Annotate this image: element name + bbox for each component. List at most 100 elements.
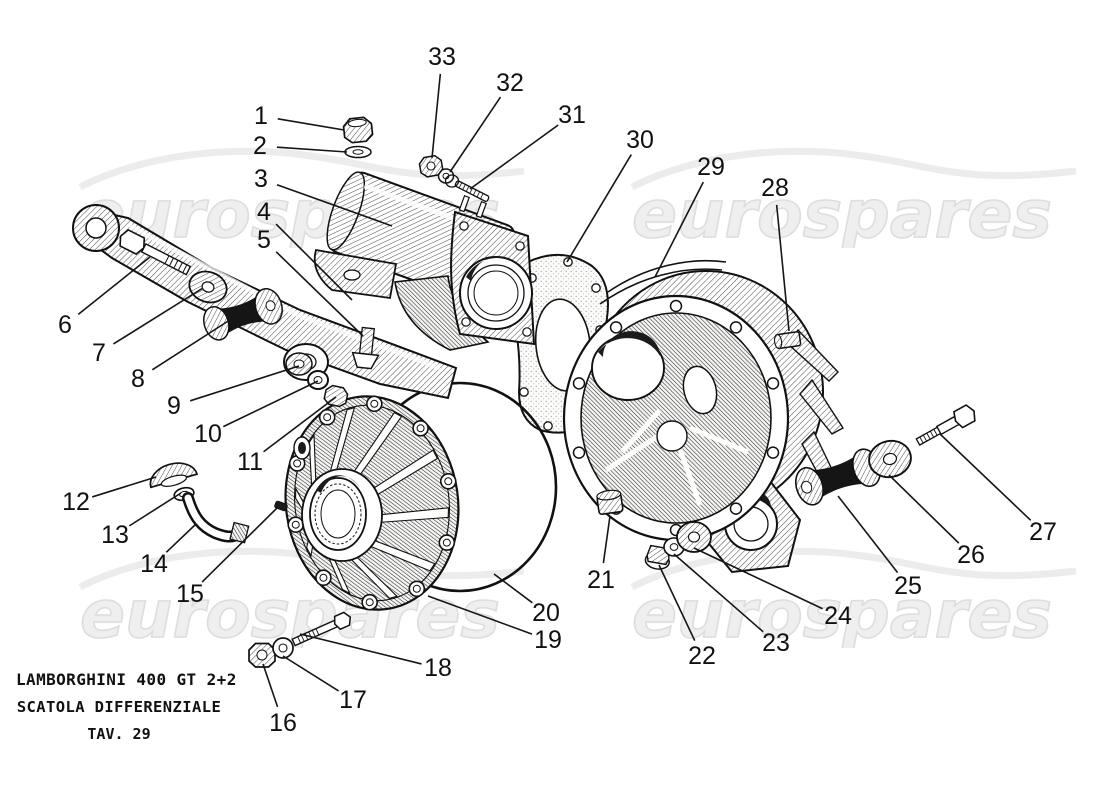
callout-5: 5	[257, 226, 364, 337]
callout-leader-line	[277, 118, 345, 131]
callout-leader-line	[939, 433, 1032, 521]
part-16-hex-nut	[248, 642, 276, 668]
callout-16: 16	[262, 663, 297, 737]
callout-leader-line	[673, 553, 764, 633]
callout-leader-line	[493, 573, 533, 604]
flange-bolt-hole	[766, 446, 780, 459]
part-1-hex-nut	[342, 116, 374, 144]
part-9-washer	[285, 352, 313, 376]
callout-number: 31	[558, 101, 586, 129]
callout-number: 33	[428, 43, 456, 71]
part-12-breather-cap	[149, 462, 199, 489]
callout-20: 20	[493, 573, 560, 627]
part-29-differential-housing	[562, 259, 844, 574]
part-3-pinion-housing	[313, 171, 536, 351]
cover-bolt-hole	[444, 477, 453, 486]
callout-leader-line	[431, 73, 442, 159]
callout-29: 29	[654, 153, 725, 278]
callout-24: 24	[693, 547, 852, 630]
callout-number: 25	[894, 572, 922, 600]
callout-number: 19	[534, 626, 562, 654]
callout-27: 27	[939, 433, 1057, 546]
callout-number: 22	[688, 642, 716, 670]
callout-leader-line	[77, 256, 151, 316]
cover-bolt-hole	[323, 413, 332, 422]
part-6-bolt	[119, 228, 192, 276]
cover-bolt-hole	[442, 538, 451, 547]
callout-leader-line	[189, 365, 300, 402]
part-10-washer	[307, 370, 329, 390]
part-32-washer	[437, 168, 460, 188]
callout-30: 30	[566, 126, 654, 263]
callout-leader-line	[654, 181, 705, 278]
flange-bolt-hole	[729, 321, 743, 334]
callout-leader-line	[566, 154, 632, 263]
callout-number: 16	[269, 709, 297, 737]
callout-leader-line	[282, 655, 340, 692]
part-7-washer	[188, 270, 228, 304]
callout-number: 11	[237, 448, 263, 476]
callout-17: 17	[282, 655, 367, 714]
callout-9: 9	[167, 365, 300, 420]
part-24-washer	[676, 521, 712, 553]
callout-leader-line	[275, 223, 353, 301]
callout-number: 6	[58, 311, 72, 339]
callout-leader-line	[449, 96, 502, 173]
callout-number: 23	[762, 629, 790, 657]
callout-number: 18	[424, 654, 452, 682]
callout-leader-line	[222, 380, 319, 428]
callout-leader-line	[299, 633, 422, 665]
callout-leader-line	[151, 315, 237, 371]
part-5-bolt	[351, 326, 380, 370]
callout-number: 14	[140, 550, 168, 578]
part-31-stud	[454, 180, 490, 202]
callout-number: 13	[101, 521, 129, 549]
callout-25: 25	[837, 495, 922, 600]
part-19-side-cover	[284, 395, 460, 611]
callout-18: 18	[299, 633, 452, 682]
part-15-screw	[274, 500, 288, 512]
callout-number: 4	[257, 198, 271, 226]
callout-number: 9	[167, 392, 181, 420]
callout-number: 15	[176, 580, 204, 608]
callout-number: 17	[339, 686, 367, 714]
callout-10: 10	[194, 380, 319, 448]
callout-7: 7	[92, 287, 204, 367]
callout-number: 29	[697, 153, 725, 181]
callout-leader-line	[469, 124, 559, 190]
callout-19: 19	[427, 595, 562, 654]
callout-leader-line	[775, 204, 790, 332]
cover-bolt-hole	[293, 459, 302, 468]
part-21-plug	[596, 489, 624, 515]
title-assembly: SCATOLA DIFFERENZIALE	[16, 698, 222, 716]
callout-33: 33	[428, 43, 456, 159]
callout-13: 13	[101, 492, 182, 549]
callout-leader-line	[165, 523, 197, 553]
callout-11: 11	[237, 396, 337, 476]
flange-bolt-hole	[572, 446, 586, 459]
callout-leader-line	[128, 492, 182, 527]
flange-bolt-hole	[669, 299, 683, 313]
cover-bolt-hole	[291, 520, 300, 529]
callout-number: 7	[92, 339, 106, 367]
callout-number: 2	[253, 132, 267, 160]
flange-bolt-hole	[766, 377, 780, 390]
callout-1: 1	[254, 102, 345, 131]
callout-leader-line	[276, 146, 348, 153]
callout-leader-line	[201, 507, 278, 583]
callout-number: 32	[496, 69, 524, 97]
callout-number: 21	[587, 566, 615, 594]
callout-leader-line	[276, 183, 393, 227]
cover-bolt-hole	[365, 598, 374, 607]
callout-leader-line	[112, 287, 204, 345]
callout-number: 28	[761, 174, 789, 202]
callout-leader-line	[888, 474, 960, 544]
title-block: LAMBORGHINI 400 GT 2+2 SCATOLA DIFFERENZ…	[16, 670, 236, 743]
callout-15: 15	[176, 507, 278, 608]
cover-bolt-hole	[412, 584, 421, 593]
callout-leader-line	[602, 515, 611, 564]
callout-number: 20	[532, 599, 560, 627]
part-2-washer	[344, 145, 372, 159]
